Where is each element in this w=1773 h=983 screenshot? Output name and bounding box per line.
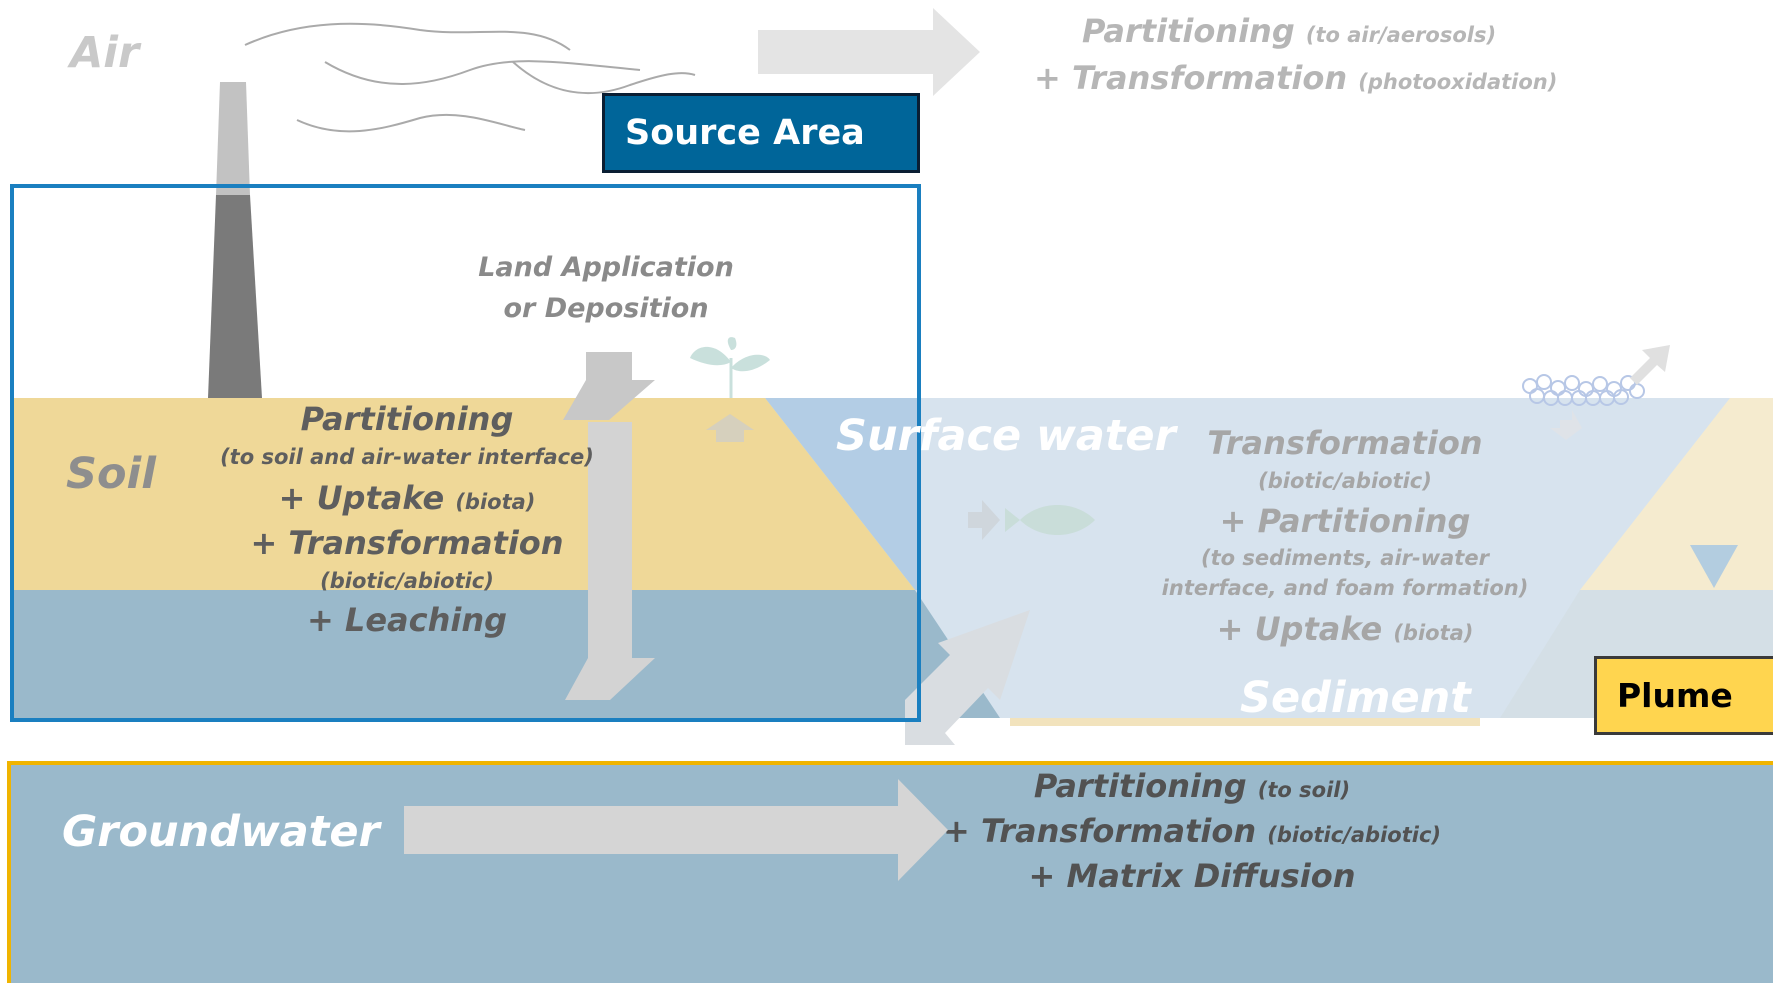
- sediment-exchange-arrow: [905, 610, 1030, 745]
- land-application-line-2: or Deposition: [503, 293, 709, 324]
- plume-outline[interactable]: [7, 761, 1773, 983]
- groundwater-process-main-1: Partitioning: [1033, 767, 1247, 805]
- sediment-label: Sediment: [1240, 673, 1471, 723]
- plant-uptake-arrow: [706, 414, 754, 442]
- foam-down-arrow: [1550, 410, 1582, 440]
- soil-layer: [10, 398, 915, 590]
- groundwater-layer: [8, 764, 1773, 983]
- deposition-arrow: [563, 352, 655, 420]
- plume-label-box[interactable]: Plume: [1594, 656, 1773, 735]
- saturated-soil-layer: [10, 590, 1000, 718]
- water-table-marker: [1690, 545, 1738, 588]
- surface-water-process-line-5: interface, and foam formation): [1161, 576, 1529, 600]
- soil-process-line-3-note: (biota): [455, 490, 536, 514]
- soil-process-line-4: + Transformation: [250, 524, 564, 562]
- surface-water-process-line-6-main: + Uptake: [1216, 610, 1383, 648]
- air-wisps: [244, 22, 696, 133]
- groundwater-process-main-2: + Transformation: [943, 812, 1257, 850]
- smokestack-upper: [216, 82, 250, 195]
- fish-uptake-arrow: [968, 500, 1000, 540]
- foam-release-arrow: [1630, 345, 1670, 385]
- surface-water-process-line-3: + Partitioning: [1219, 502, 1471, 540]
- air-label: Air: [70, 28, 140, 78]
- plant-seedling: [690, 337, 770, 398]
- fish-icon: [1005, 505, 1095, 535]
- groundwater-process-line-3: + Matrix Diffusion: [1028, 857, 1356, 895]
- land-application-line-1: Land Application: [478, 252, 734, 283]
- groundwater-process-note-2: (biotic/abiotic): [1267, 823, 1441, 847]
- soil-process-line-6: + Leaching: [306, 601, 508, 639]
- air-process-note-2: (photooxidation): [1358, 70, 1558, 94]
- air-process-main-2: + Transformation: [1034, 59, 1348, 97]
- soil-process-line-5: (biotic/abiotic): [320, 569, 494, 593]
- smokestack-lower: [208, 195, 262, 398]
- right-bank-soil: [1580, 398, 1773, 590]
- surface-water-dark-wedge: [765, 398, 920, 590]
- soil-process-line-1: Partitioning: [300, 400, 514, 438]
- air-transport-arrow: [758, 8, 980, 96]
- groundwater-label: Groundwater: [62, 807, 380, 857]
- source-area-label-box[interactable]: Source Area: [602, 93, 920, 173]
- air-process-main-1: Partitioning: [1082, 12, 1295, 50]
- soil-process-line-2: (to soil and air-water interface): [220, 445, 594, 469]
- surface-water-process-line-4: (to sediments, air-water: [1201, 546, 1489, 570]
- surface-water-process-line-2: (biotic/abiotic): [1258, 469, 1432, 493]
- leaching-arrow: [565, 422, 655, 700]
- source-area-label: Source Area: [625, 113, 865, 153]
- foam-bubbles: [1522, 374, 1645, 406]
- surface-water-process-line-6-note: (biota): [1393, 621, 1474, 645]
- soil-label: Soil: [66, 449, 156, 499]
- surface-water-label: Surface water: [836, 411, 1176, 461]
- surface-water-process-line-1: Transformation: [1207, 424, 1483, 462]
- source-area-outline[interactable]: [10, 184, 921, 722]
- soil-process-line-3-main: + Uptake: [278, 479, 445, 517]
- plume-label: Plume: [1617, 676, 1733, 715]
- groundwater-process-note-1: (to soil): [1257, 778, 1351, 802]
- sediment-layer: [1010, 718, 1480, 726]
- air-process-note-1: (to air/aerosols): [1305, 23, 1497, 47]
